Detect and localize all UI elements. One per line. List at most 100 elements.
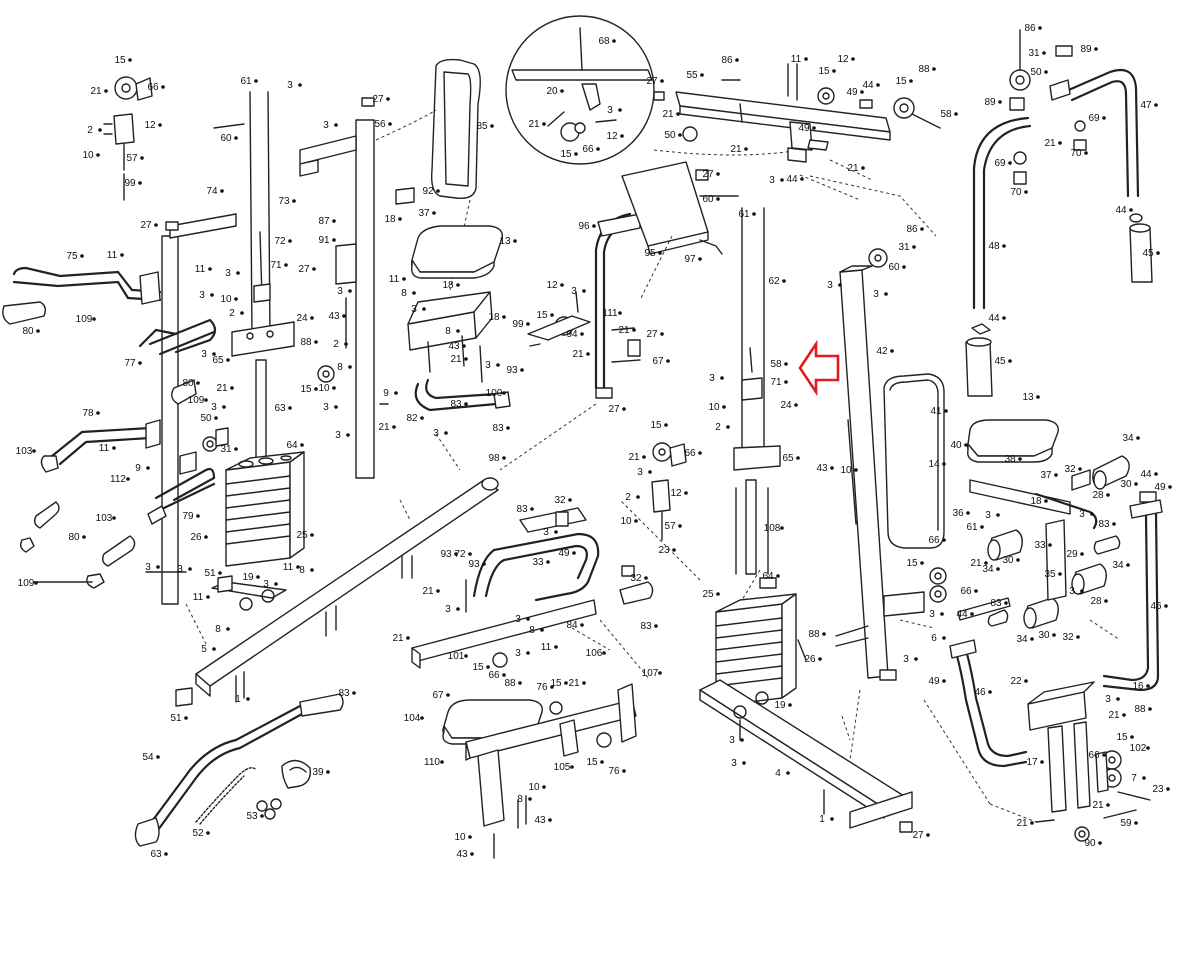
fastener-dot	[984, 561, 988, 565]
fastener-dot	[326, 770, 330, 774]
part-label-9: 9	[383, 388, 389, 399]
part-label-66: 66	[147, 82, 159, 93]
fastener-dot	[502, 673, 506, 677]
fastener-dot	[596, 147, 600, 151]
fastener-dot	[226, 358, 230, 362]
fastener-dot	[444, 431, 448, 435]
fastener-dot	[744, 147, 748, 151]
fastener-dot	[284, 263, 288, 267]
part-label-21: 21	[378, 422, 390, 433]
part-label-6: 6	[931, 633, 937, 644]
part-label-3: 3	[1105, 694, 1111, 705]
part-label-83: 83	[640, 621, 652, 632]
fastener-dot	[1078, 467, 1082, 471]
fastener-dot	[96, 153, 100, 157]
fastener-dot	[572, 551, 576, 555]
fastener-dot	[780, 178, 784, 182]
fastener-dot	[830, 817, 834, 821]
fastener-dot	[861, 166, 865, 170]
fastener-dot	[1018, 457, 1022, 461]
part-label-3: 3	[337, 286, 343, 297]
part-label-111: 111	[602, 308, 618, 319]
fastener-dot	[1044, 499, 1048, 503]
fastener-dot	[462, 344, 466, 348]
fastener-dot	[260, 814, 264, 818]
fastener-dot	[420, 416, 424, 420]
part-label-54: 54	[142, 752, 154, 763]
fastener-dot	[742, 761, 746, 765]
part-label-16: 16	[1132, 681, 1144, 692]
fastener-dot	[518, 681, 522, 685]
fastener-dot	[1129, 208, 1133, 212]
part-label-15: 15	[818, 66, 830, 77]
fastener-dot	[344, 342, 348, 346]
fastener-dot	[342, 314, 346, 318]
part-label-3: 3	[335, 430, 341, 441]
part-label-47: 47	[1140, 100, 1152, 111]
fastener-dot	[146, 466, 150, 470]
fastener-dot	[1134, 821, 1138, 825]
fastener-dot	[348, 289, 352, 293]
part-label-21: 21	[628, 452, 640, 463]
press-arm	[499, 161, 723, 471]
fastener-dot	[220, 189, 224, 193]
part-label-61: 61	[966, 522, 978, 533]
part-label-34: 34	[1016, 634, 1028, 645]
part-label-31: 31	[898, 242, 910, 253]
part-label-27: 27	[646, 76, 658, 87]
fastener-dot	[298, 83, 302, 87]
part-label-24: 24	[296, 313, 308, 324]
part-label-12: 12	[670, 488, 682, 499]
fastener-dot	[1036, 395, 1040, 399]
fastener-dot	[890, 349, 894, 353]
fastener-dot	[634, 519, 638, 523]
part-label-83: 83	[450, 399, 462, 410]
fastener-dot	[620, 134, 624, 138]
part-label-109: 109	[18, 578, 35, 589]
part-label-104: 104	[404, 713, 421, 724]
part-label-66: 66	[488, 670, 500, 681]
fastener-dot	[184, 716, 188, 720]
fastener-dot	[332, 238, 336, 242]
part-label-35: 35	[1044, 569, 1056, 580]
fastener-dot	[964, 443, 968, 447]
part-label-10: 10	[528, 782, 540, 793]
part-label-55: 55	[686, 70, 698, 81]
fastener-dot	[296, 565, 300, 569]
fastener-dot	[540, 628, 544, 632]
part-label-80: 80	[22, 326, 34, 337]
part-label-11: 11	[107, 250, 118, 261]
part-label-15: 15	[586, 757, 598, 768]
part-label-95: 95	[644, 248, 656, 259]
right-weight-stack	[715, 593, 797, 707]
part-label-27: 27	[912, 830, 924, 841]
part-label-3: 3	[177, 564, 183, 575]
fastener-dot	[1084, 151, 1088, 155]
part-label-12: 12	[606, 131, 618, 142]
press-seat	[407, 225, 511, 412]
part-label-33: 33	[532, 557, 544, 568]
fastener-dot	[854, 468, 858, 472]
part-label-3: 3	[515, 614, 521, 625]
fastener-dot	[490, 124, 494, 128]
middle-pulley-bracket	[651, 442, 687, 541]
part-label-10: 10	[220, 294, 232, 305]
fastener-dot	[664, 423, 668, 427]
fastener-dot	[530, 507, 534, 511]
part-label-27: 27	[298, 264, 310, 275]
part-label-3: 3	[323, 120, 329, 131]
part-label-83: 83	[1098, 519, 1110, 530]
part-label-70: 70	[1010, 187, 1022, 198]
part-label-21: 21	[1092, 800, 1104, 811]
part-label-37: 37	[1040, 470, 1052, 481]
part-label-2: 2	[333, 339, 339, 350]
fastener-dot	[464, 357, 468, 361]
part-label-67: 67	[432, 690, 444, 701]
part-label-8: 8	[337, 362, 343, 373]
part-label-13: 13	[499, 236, 511, 247]
fastener-dot	[980, 525, 984, 529]
fastener-dot	[542, 785, 546, 789]
part-label-21: 21	[568, 678, 580, 689]
fastener-dot	[292, 199, 296, 203]
part-label-83: 83	[990, 598, 1002, 609]
